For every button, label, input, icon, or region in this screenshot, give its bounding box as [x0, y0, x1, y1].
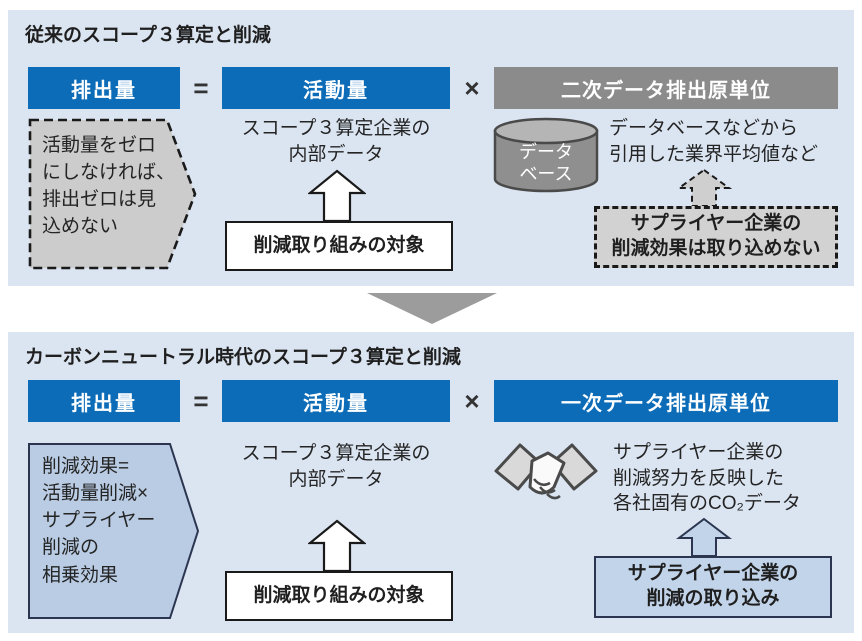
- bottom-times-sign: ×: [464, 385, 480, 416]
- bottom-supplier-note-box: サプライヤー企業の 削減の取り込み: [594, 556, 832, 618]
- database-icon-label: データ ベース: [519, 142, 573, 184]
- bottom-target-box: 削減取り組みの対象: [225, 571, 453, 621]
- bottom-activity-box: 活動量: [222, 380, 450, 422]
- database-cylinder-shape: [493, 117, 599, 193]
- top-up-arrow-icon: [308, 169, 366, 223]
- bottom-side-note-text: 削減効果= 活動量削減× サプライヤー 削減の 相乗効果: [42, 456, 156, 586]
- top-supplier-note-box: サプライヤー企業の 削減効果は取り込めない: [594, 206, 838, 268]
- top-supplier-up-arrow-icon: [676, 168, 732, 207]
- bottom-equals-sign: =: [193, 385, 209, 416]
- bottom-up-arrow-icon: [308, 519, 366, 573]
- top-target-box: 削減取り組みの対象: [225, 221, 453, 271]
- top-side-note-text: 活動量をゼロ にしなければ、 排出ゼロは見 込めない: [42, 135, 176, 238]
- bottom-panel-title: カーボンニュートラル時代のスコープ３算定と削減: [25, 347, 461, 368]
- top-side-note-pentagon: 活動量をゼロ にしなければ、 排出ゼロは見 込めない: [28, 118, 198, 270]
- top-emissions-box: 排出量: [28, 67, 180, 109]
- top-equals-sign: =: [193, 72, 209, 103]
- bottom-supplier-up-arrow-icon: [676, 517, 732, 557]
- top-times-sign: ×: [464, 72, 480, 103]
- bottom-side-note-pentagon: 削減効果= 活動量削減× サプライヤー 削減の 相乗効果: [28, 443, 200, 619]
- bottom-emissions-box: 排出量: [28, 380, 180, 422]
- top-activity-box: 活動量: [222, 67, 450, 109]
- top-panel-title: 従来のスコープ３算定と削減: [25, 25, 271, 46]
- bottom-intensity-desc: サプライヤー企業の 削減努力を反映した 各社固有のCO₂データ: [613, 442, 801, 515]
- database-icon: データ ベース: [492, 116, 600, 194]
- top-intensity-box: 二次データ排出原単位: [494, 67, 838, 109]
- solid-pentagon-shape: [28, 443, 200, 619]
- dashed-pentagon-shape: [28, 118, 197, 270]
- down-arrow-icon: [367, 293, 497, 324]
- top-intensity-desc: データベースなどから 引用した業界平均値など: [609, 118, 819, 165]
- top-activity-desc: スコープ３算定企業の 内部データ: [241, 118, 431, 165]
- bottom-intensity-box: 一次データ排出原単位: [494, 380, 838, 422]
- bottom-activity-desc: スコープ３算定企業の 内部データ: [241, 443, 431, 490]
- handshake-icon: [494, 443, 598, 500]
